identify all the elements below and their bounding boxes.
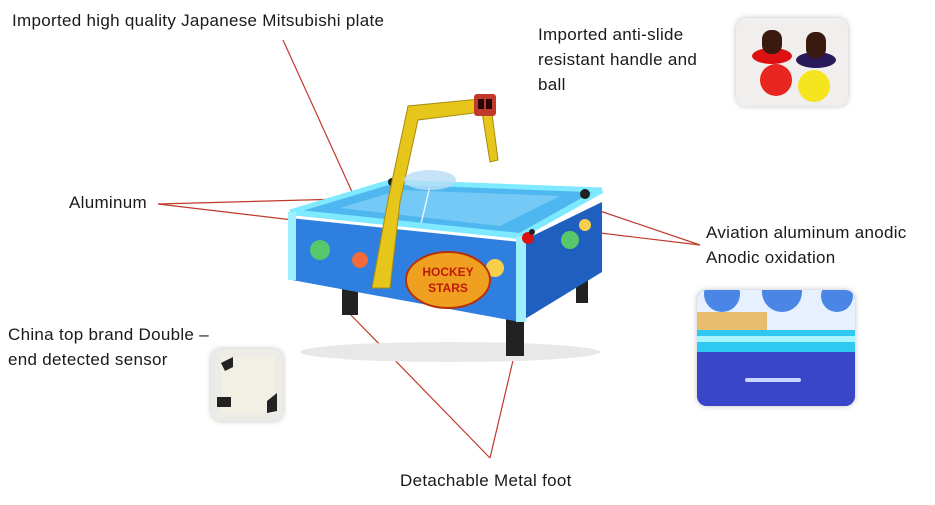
- aviation-aluminum-label-line-2: Anodic oxidation: [706, 248, 836, 267]
- anti-slide-handle-label-line-2: resistant handle and: [538, 50, 698, 69]
- red-puck: [760, 64, 792, 96]
- metal-foot-label: Detachable Metal foot: [400, 471, 572, 490]
- callout-line-foot-b: [489, 351, 516, 459]
- score-display: [474, 94, 496, 116]
- sensor-label-line-2: end detected sensor: [8, 350, 168, 369]
- mallet: [529, 229, 535, 235]
- table-leg: [342, 285, 358, 315]
- air-hockey-table-image: HOCKEY STARS: [288, 94, 604, 362]
- anti-slide-handle-label: Imported anti-slide resistant handle and…: [538, 22, 697, 97]
- yellow-puck: [798, 70, 830, 102]
- aluminum-label: Aluminum: [69, 193, 147, 212]
- callout-line-aviation-b: [591, 231, 701, 246]
- sensor-photo: [211, 349, 283, 421]
- sensor-label-line-1: China top brand Double –: [8, 325, 209, 344]
- hockey-stars-sign: [405, 251, 491, 309]
- sign-line-2: STARS: [428, 281, 468, 295]
- sensor-label: China top brand Double – end detected se…: [8, 322, 209, 372]
- aviation-aluminum-label: Aviation aluminum anodic Anodic oxidatio…: [706, 220, 907, 270]
- callout-line-foot-a: [349, 313, 491, 459]
- mallet: [522, 232, 534, 244]
- aviation-aluminum-photo: [697, 290, 855, 406]
- anti-slide-handle-label-line-3: ball: [538, 75, 566, 94]
- aviation-aluminum-label-line-1: Aviation aluminum anodic: [706, 223, 907, 242]
- mitsubishi-plate-label: Imported high quality Japanese Mitsubish…: [12, 11, 385, 30]
- table-leg: [506, 318, 524, 356]
- callout-line-aluminum-b: [157, 203, 311, 223]
- sign-line-1: HOCKEY: [422, 265, 473, 279]
- mallet: [580, 189, 590, 199]
- score-arch: [371, 97, 499, 289]
- callout-line-mitsubishi: [282, 39, 359, 206]
- anti-slide-handle-label-line-1: Imported anti-slide: [538, 25, 684, 44]
- callout-line-aviation-a: [599, 210, 701, 246]
- handle-and-ball-photo: [736, 18, 848, 106]
